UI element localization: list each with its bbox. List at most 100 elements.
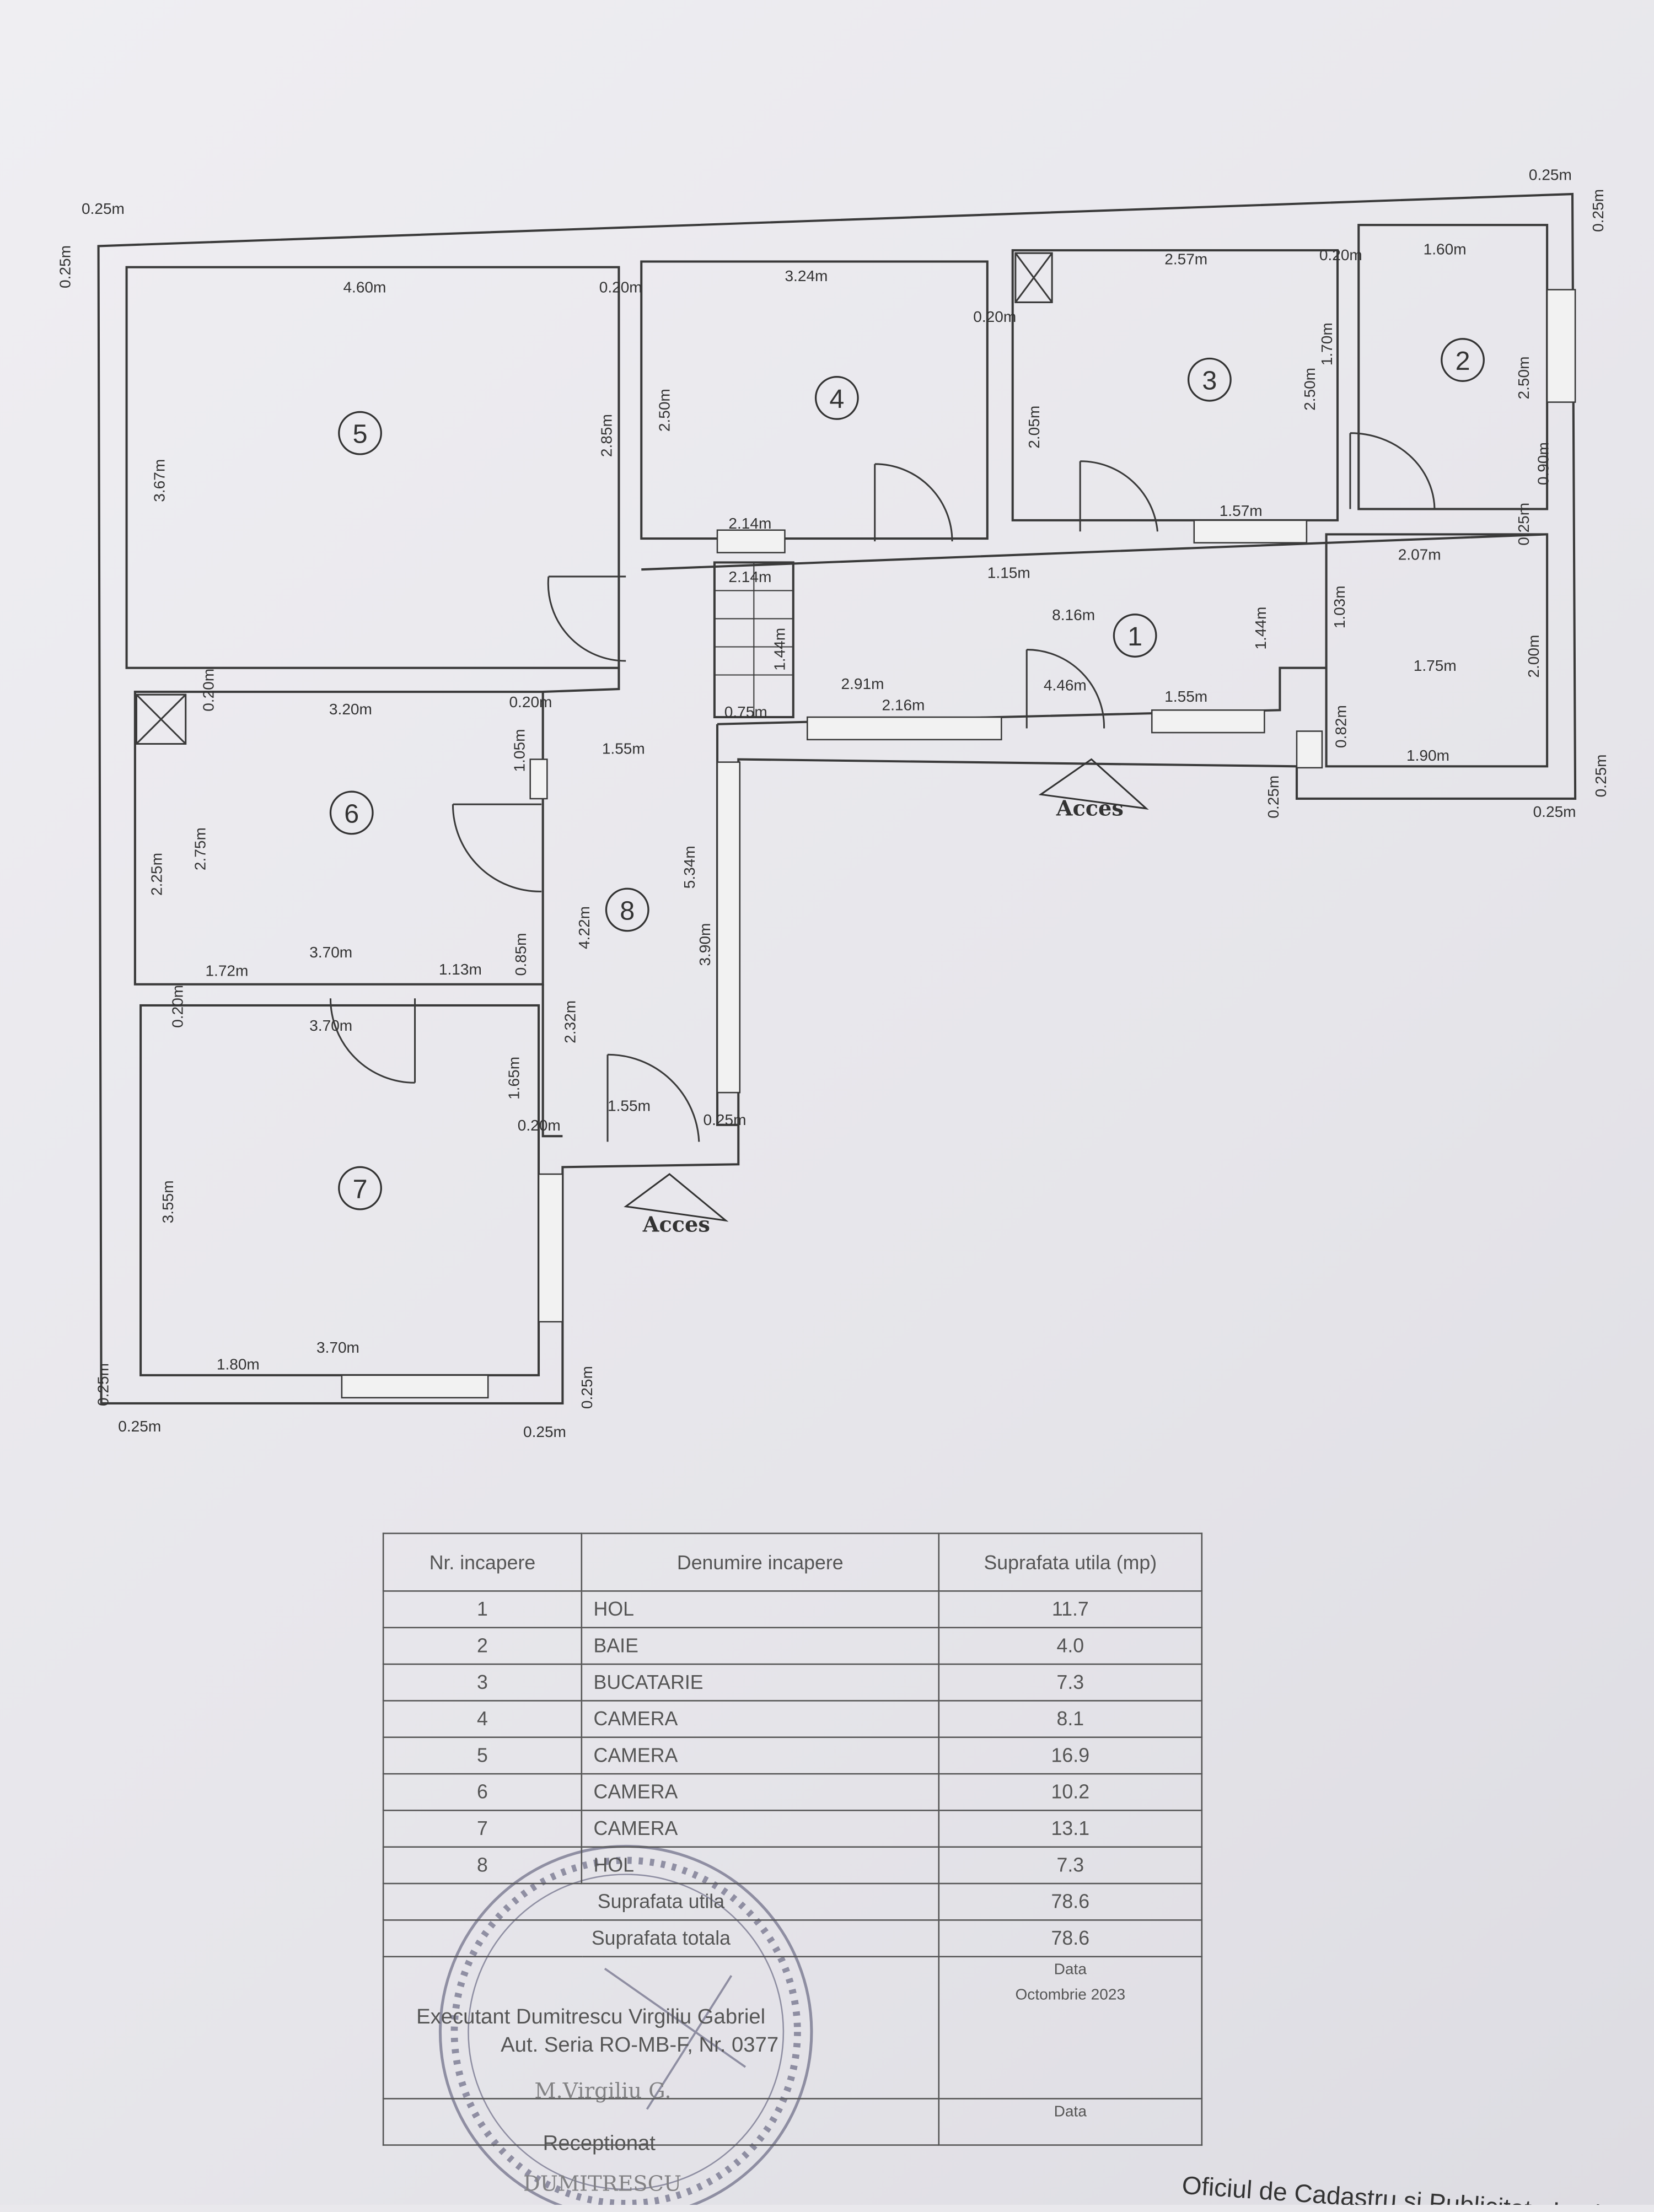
date-label-2: Data bbox=[938, 2098, 1203, 2146]
stamp-surname-line: DUMITRESCU bbox=[523, 2171, 681, 2196]
door-icon bbox=[329, 998, 416, 1084]
dimension-label: 0.20m bbox=[509, 693, 552, 711]
dimension-label: 1.75m bbox=[1414, 657, 1457, 674]
room-area: 7.3 bbox=[938, 1663, 1203, 1702]
room-name: CAMERA bbox=[581, 1700, 940, 1739]
room-4-outline bbox=[640, 260, 989, 540]
date-value: Octombrie 2023 bbox=[1015, 1987, 1126, 2004]
dimension-label: 1.90m bbox=[1406, 747, 1449, 764]
dimension-label: 1.55m bbox=[1164, 688, 1207, 705]
dimension-label: 0.25m bbox=[94, 1363, 111, 1406]
dimension-label: 0.25m bbox=[118, 1418, 161, 1435]
room-nr: 3 bbox=[382, 1663, 583, 1702]
dimension-label: 3.67m bbox=[151, 459, 168, 502]
window-icon bbox=[1193, 519, 1308, 543]
room-area: 7.3 bbox=[938, 1846, 1203, 1885]
executant-row: Data Octombrie 2023 bbox=[382, 1956, 1203, 2100]
dimension-label: 1.15m bbox=[987, 564, 1030, 581]
executant-cell bbox=[382, 1956, 940, 2100]
useful-area-value: 78.6 bbox=[938, 1882, 1203, 1921]
dimension-label: 4.46m bbox=[1044, 677, 1087, 694]
dimension-label: 1.05m bbox=[511, 729, 528, 772]
room-name: BAIE bbox=[581, 1627, 940, 1665]
dimension-label: 0.20m bbox=[200, 669, 217, 712]
dimension-label: 1.57m bbox=[1220, 502, 1263, 519]
dimension-label: 3.70m bbox=[316, 1339, 359, 1356]
dimension-label: 1.80m bbox=[217, 1356, 260, 1373]
dimension-label: 1.65m bbox=[505, 1057, 522, 1100]
table-header: Nr. incapere Denumire incapere Suprafata… bbox=[382, 1532, 1203, 1592]
office-stamp-text: Oficiul de Cadastru si Publicitate Imobi… bbox=[1181, 2171, 1654, 2205]
dimension-label: 2.05m bbox=[1025, 406, 1043, 449]
room-number: 7 bbox=[353, 1174, 368, 1204]
access-label: Acces bbox=[1056, 796, 1124, 821]
dimension-label: 0.25m bbox=[1592, 754, 1609, 797]
door-icon bbox=[452, 803, 542, 892]
dimension-label: 2.14m bbox=[728, 515, 771, 532]
room-area: 8.1 bbox=[938, 1700, 1203, 1739]
dimension-label: 2.14m bbox=[728, 568, 771, 585]
dimension-label: 8.16m bbox=[1052, 606, 1095, 623]
dimension-label: 1.72m bbox=[205, 962, 248, 979]
window-icon bbox=[1546, 289, 1576, 403]
room-area: 10.2 bbox=[938, 1773, 1203, 1811]
dimension-label: 1.70m bbox=[1318, 322, 1335, 365]
date-label: Data bbox=[1054, 1961, 1087, 1979]
room-nr: 5 bbox=[382, 1736, 583, 1775]
hall-walls bbox=[541, 533, 1548, 1138]
room-number-circle bbox=[814, 376, 859, 420]
dimension-label: 0.25m bbox=[82, 200, 125, 217]
windows bbox=[341, 289, 1576, 1398]
dimension-label: 2.25m bbox=[148, 853, 165, 896]
room-number: 2 bbox=[1456, 346, 1470, 376]
room-area: 16.9 bbox=[938, 1736, 1203, 1775]
access-arrow-icon bbox=[1038, 758, 1149, 810]
executant-info: Executant Dumitrescu Virgiliu Gabriel Au… bbox=[416, 2004, 778, 2159]
window-icon bbox=[716, 761, 741, 1094]
dimension-label: 0.25m bbox=[1515, 503, 1532, 546]
room-number: 3 bbox=[1202, 366, 1217, 396]
dimension-label: 1.60m bbox=[1424, 241, 1467, 258]
total-area-value: 78.6 bbox=[938, 1919, 1203, 1957]
window-icon bbox=[538, 1173, 563, 1323]
dimension-label: 2.50m bbox=[1301, 368, 1318, 411]
room-number-circle bbox=[1113, 613, 1157, 658]
reception-cell bbox=[382, 2098, 940, 2146]
dimension-label: 4.60m bbox=[343, 279, 386, 296]
received-label: Receptionat bbox=[543, 2132, 656, 2156]
room-name: HOL bbox=[581, 1590, 940, 1629]
dimension-label: 2.57m bbox=[1164, 251, 1207, 268]
room-6-outline bbox=[133, 691, 544, 986]
dimension-label: 2.16m bbox=[882, 696, 925, 713]
chimney-icon bbox=[1014, 252, 1053, 303]
dimension-label: 2.85m bbox=[598, 414, 615, 457]
room-number-circle bbox=[605, 887, 649, 932]
room-number-circle bbox=[1441, 338, 1485, 382]
room-nr: 8 bbox=[382, 1846, 583, 1885]
door-icon bbox=[874, 463, 953, 542]
room-number-circle bbox=[338, 1166, 382, 1210]
window-icon bbox=[806, 716, 1002, 741]
dimension-label: 0.20m bbox=[1319, 246, 1362, 263]
walls bbox=[97, 192, 1577, 1404]
useful-area-label: Suprafata utila bbox=[382, 1882, 940, 1921]
outer-wall bbox=[97, 192, 1577, 1404]
dimension-label: 1.55m bbox=[602, 740, 645, 757]
dimension-label: 0.90m bbox=[1535, 442, 1552, 485]
door-icon bbox=[1025, 649, 1105, 729]
header-area: Suprafata utila (mp) bbox=[938, 1532, 1203, 1592]
dimension-label: 4.22m bbox=[576, 906, 593, 949]
room-number-circle bbox=[338, 411, 382, 455]
dimension-label: 1.13m bbox=[439, 961, 482, 978]
dimension-label: 0.75m bbox=[724, 703, 767, 720]
room-3-outline bbox=[1011, 249, 1339, 521]
room-nr: 1 bbox=[382, 1590, 583, 1629]
room-name: CAMERA bbox=[581, 1736, 940, 1775]
room-area: 13.1 bbox=[938, 1810, 1203, 1848]
header-nr: Nr. incapere bbox=[382, 1532, 583, 1592]
room-name: HOL bbox=[581, 1846, 940, 1885]
